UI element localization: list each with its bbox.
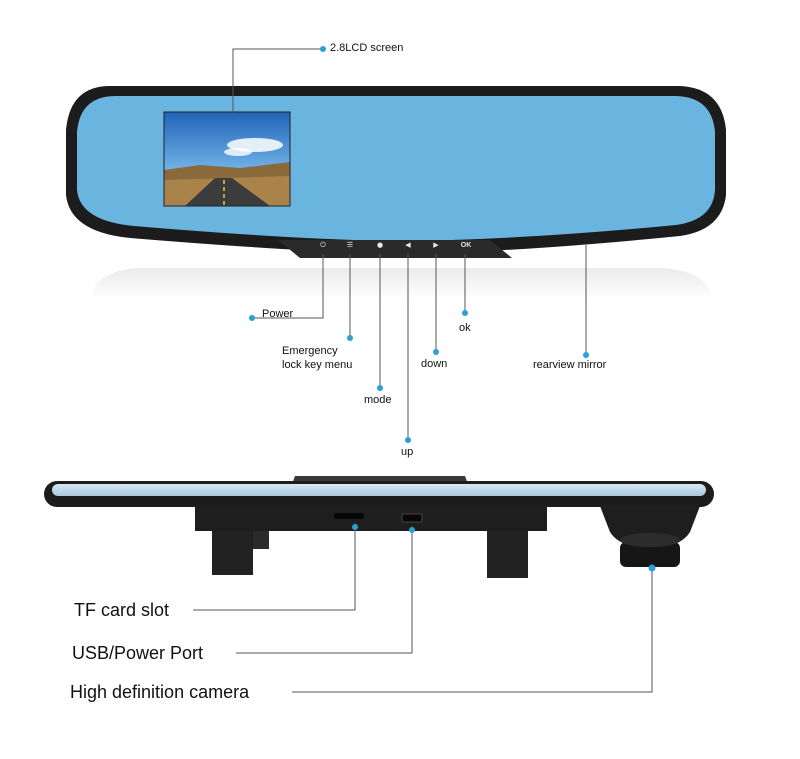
screen-callout-line [232,48,322,114]
tf-card-slot [334,513,364,519]
label-down: down [421,358,448,370]
ok-button[interactable]: OK [460,242,472,249]
screen-dot [320,46,326,52]
ok-dot [462,310,468,316]
usb-power-port [401,513,423,523]
camera-dot [648,564,656,572]
label-up: up [401,446,414,458]
power-callout-line [252,254,324,319]
label-usb-power-port: USB/Power Port [72,643,204,663]
camera-callout-line [292,568,653,693]
label-mode: mode [364,394,392,406]
label-emergency-line1: Emergency [282,345,338,357]
label-ok: ok [459,322,471,334]
label-lcd-screen: 2.8LCD screen [330,42,404,54]
callout-dots [249,46,656,572]
up-dot [405,437,411,443]
power-icon[interactable]: ⏻ [320,241,326,249]
menu-icon[interactable]: ☰ [346,241,354,249]
camera-lens [600,506,700,567]
mirror-side-view [44,476,714,578]
right-arrow-icon[interactable]: ▶ [433,241,439,249]
power-dot [249,315,255,321]
mode-dot [377,385,383,391]
button-bar [278,240,512,258]
callout-lines [193,48,653,693]
mirror-reflection [90,268,712,300]
usb-callout-line [236,526,413,654]
usb-dot [409,527,415,533]
label-tf-card-slot: TF card slot [74,600,170,620]
lcd-screen [163,111,291,207]
mirror-dot [583,352,589,358]
label-rearview-mirror: rearview mirror [533,359,607,371]
down-dot [433,349,439,355]
label-power: Power [262,308,294,320]
tf-dot [352,524,358,530]
label-hd-camera: High definition camera [70,682,250,702]
mode-icon[interactable]: ● [376,241,384,249]
label-emergency-line2: lock key menu [282,359,353,371]
mirror-front-view [66,86,726,300]
emergency-dot [347,335,353,341]
tf-callout-line [193,523,356,611]
left-arrow-icon[interactable]: ◀ [405,241,411,249]
